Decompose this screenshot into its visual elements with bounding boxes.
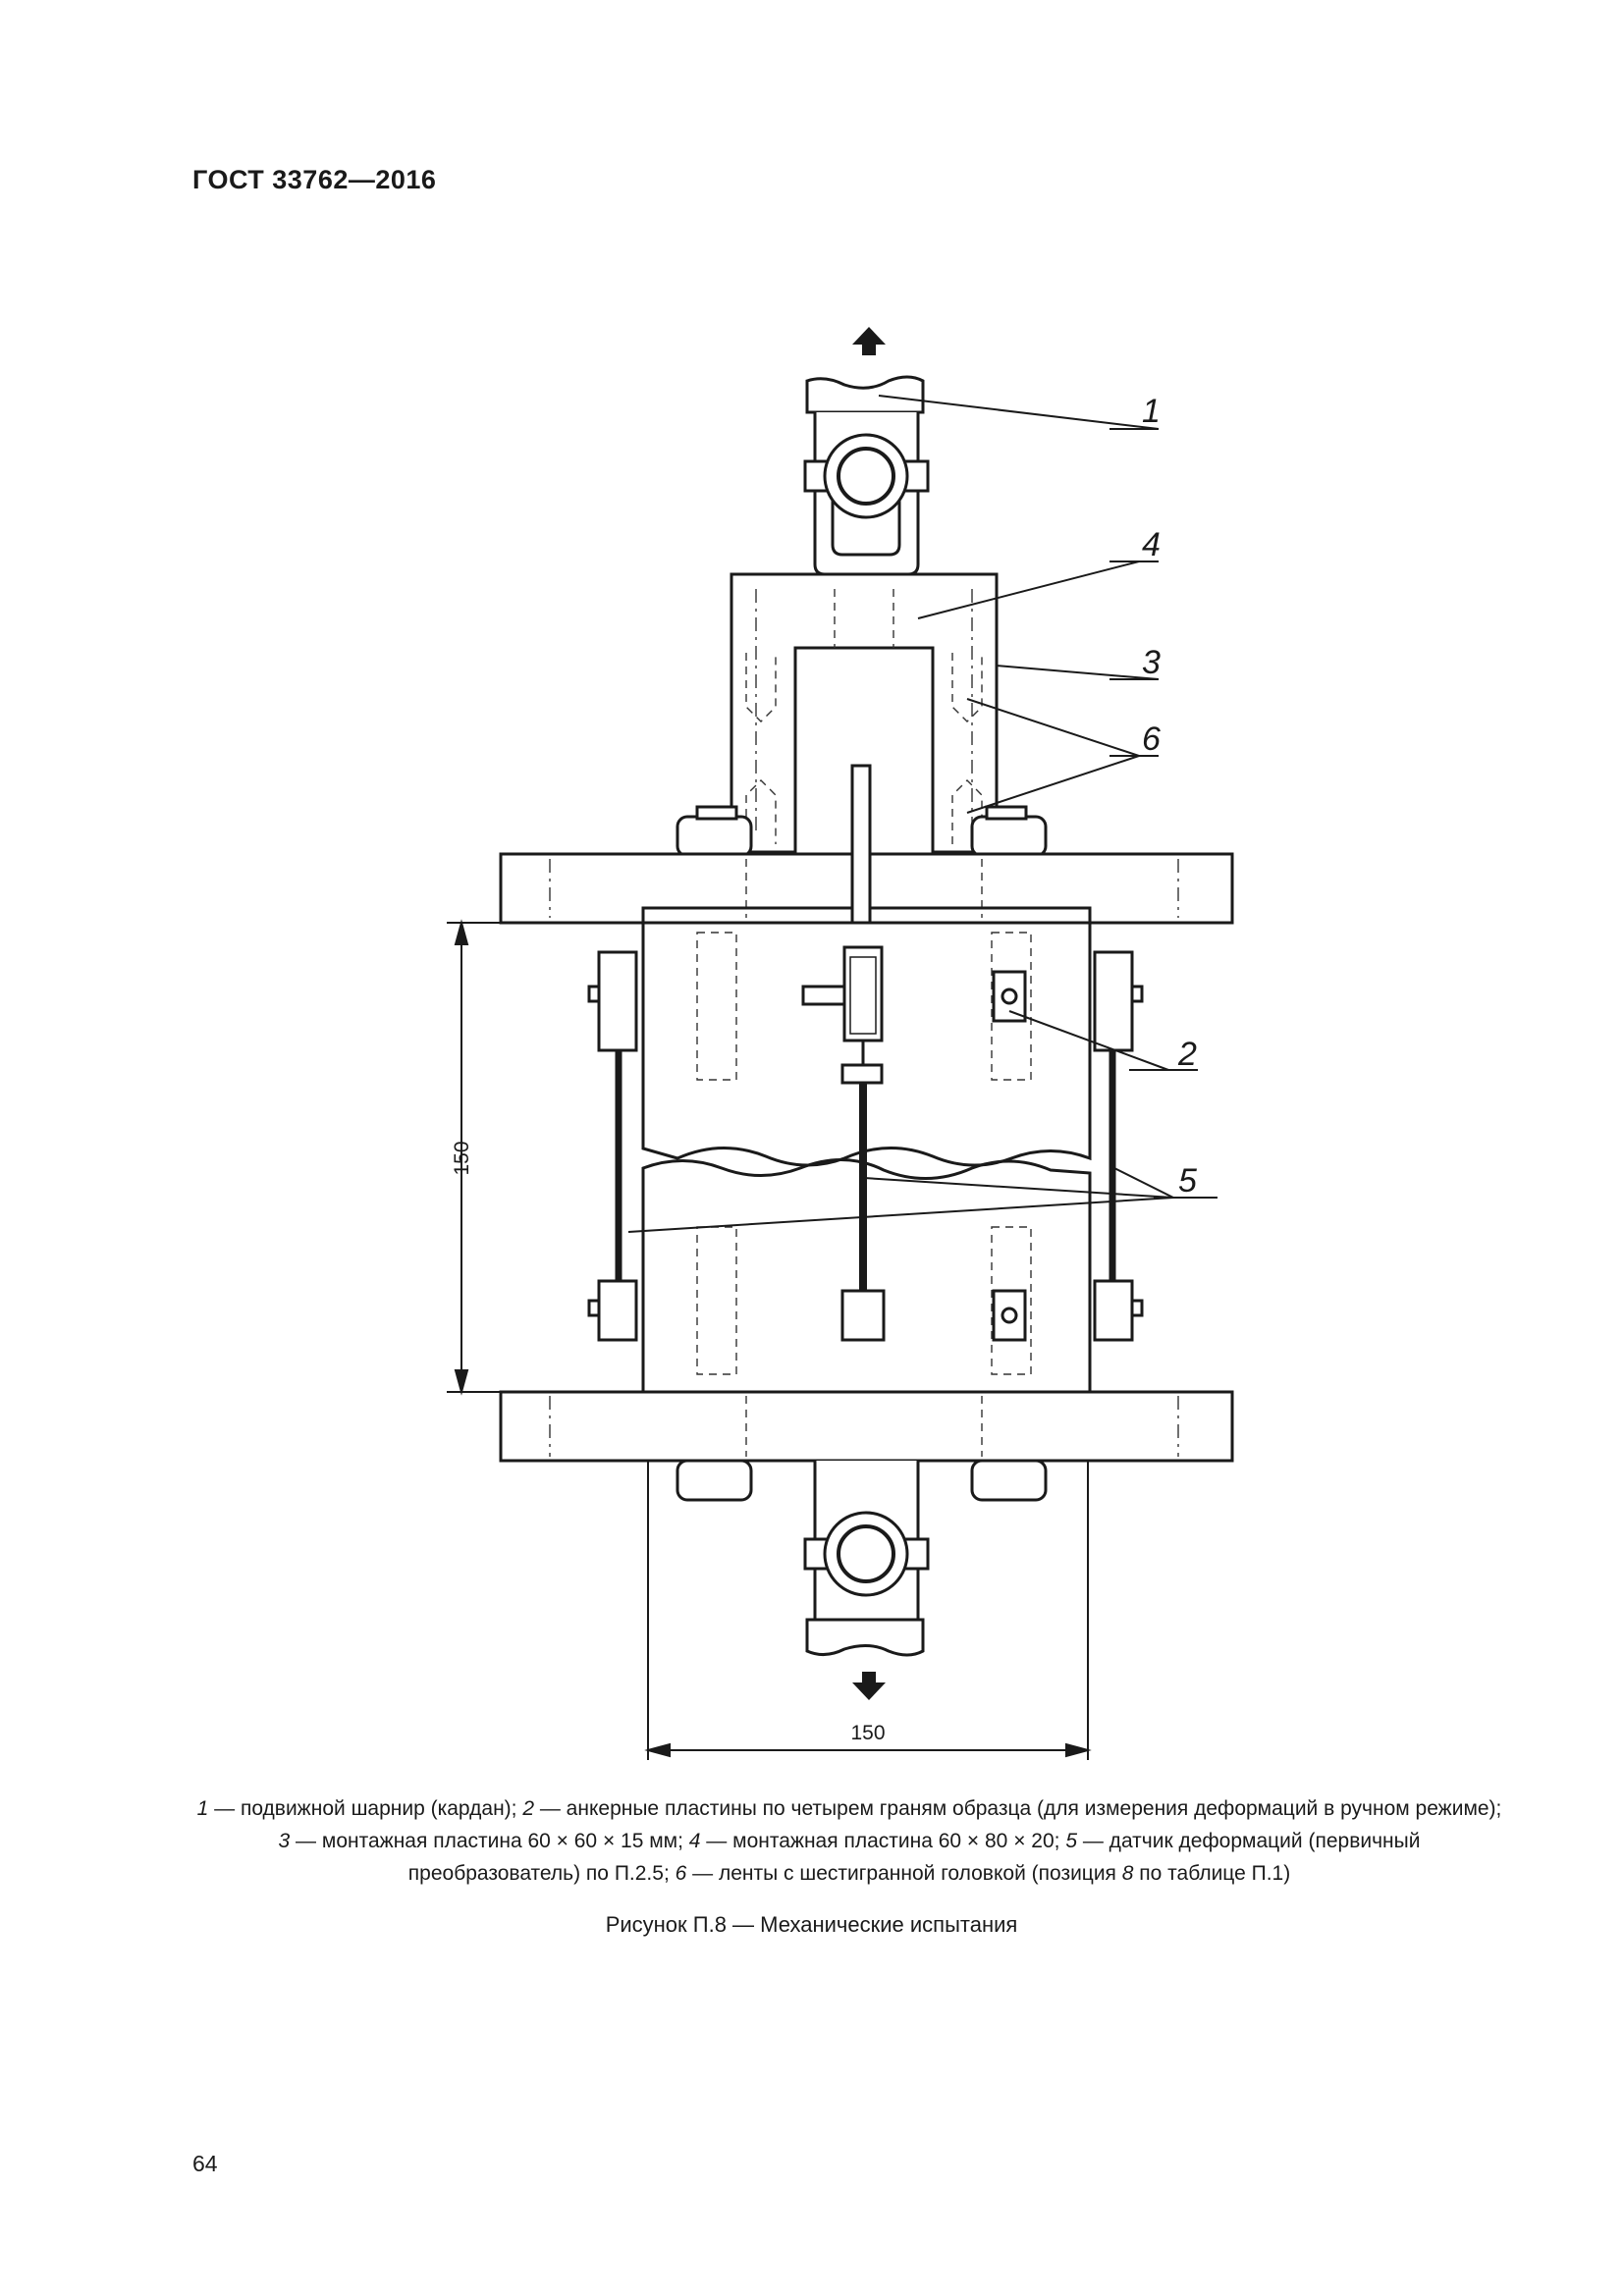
lower-flange-plate <box>499 1390 1234 1463</box>
caption-num-1: 1 <box>196 1797 209 1820</box>
caption-text-3: — монтажная пластина 60 × 60 × 15 мм; <box>290 1830 689 1852</box>
dimension-vertical <box>447 919 648 1396</box>
document-code: ГОСТ 33762—2016 <box>192 165 437 194</box>
label-1: 1 <box>1142 393 1161 430</box>
technical-drawing: 150 150 1 4 3 6 2 5 <box>447 327 1234 1760</box>
label-4: 4 <box>1142 526 1161 563</box>
anchor-plates <box>992 970 1027 1342</box>
dimension-vertical-text: 150 <box>451 1141 473 1175</box>
label-6: 6 <box>1142 721 1161 758</box>
dimension-horizontal <box>644 1461 1092 1760</box>
caption-text-2: — анкерные пластины по четырем граням об… <box>534 1797 1502 1820</box>
bottom-arrow-icon <box>852 1672 886 1700</box>
caption-num-6: 6 <box>675 1862 687 1885</box>
bottom-nuts <box>676 1459 1048 1502</box>
figure-caption: 1 — подвижной шарнир (кардан); 2 — анкер… <box>196 1792 1502 1890</box>
figure-title: Рисунок П.8 — Механические испытания <box>605 1912 1018 1937</box>
caption-text-7: по таблице П.1) <box>1133 1862 1291 1885</box>
caption-num-3: 3 <box>278 1830 291 1852</box>
caption-text-6: — ленты с шестигранной головкой (позиция <box>686 1862 1122 1885</box>
top-universal-joint <box>803 375 930 576</box>
side-sensor-left <box>587 950 638 1342</box>
caption-num-2: 2 <box>522 1797 535 1820</box>
mounting-plate-4 <box>730 572 999 854</box>
strain-sensor <box>801 764 886 1342</box>
dimension-horizontal-text: 150 <box>850 1722 885 1744</box>
caption-num-4: 4 <box>688 1830 701 1852</box>
leader-lines <box>627 395 1217 1233</box>
side-sensor-right <box>1093 950 1144 1342</box>
caption-text-4: — монтажная пластина 60 × 80 × 20; <box>700 1830 1066 1852</box>
caption-num-8: 8 <box>1121 1862 1134 1885</box>
page-number: 64 <box>192 2151 218 2176</box>
label-5: 5 <box>1178 1162 1197 1200</box>
caption-text-5: — датчик деформаций (первичный преобразо… <box>407 1830 1421 1885</box>
caption-num-5: 5 <box>1065 1830 1078 1852</box>
top-arrow-icon <box>852 327 886 355</box>
bottom-universal-joint <box>803 1461 930 1657</box>
caption-text-1: — подвижной шарнир (кардан); <box>208 1797 523 1820</box>
label-2: 2 <box>1177 1036 1197 1073</box>
label-3: 3 <box>1142 644 1161 681</box>
